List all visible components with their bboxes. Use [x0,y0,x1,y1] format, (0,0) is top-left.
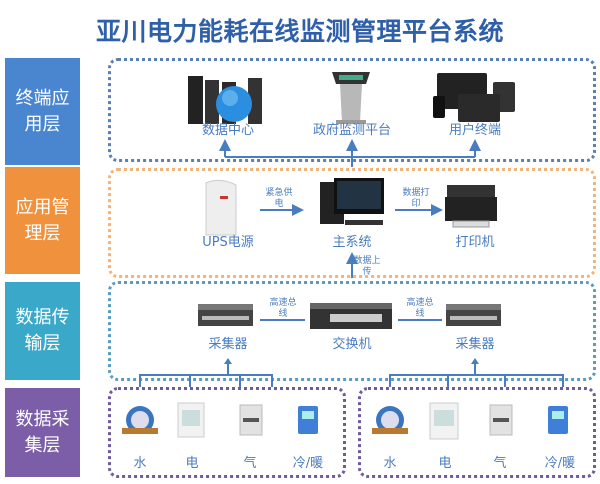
layer-transmission: 数据传输层 [5,282,80,380]
collector-icon [446,304,501,326]
node-main-system: 主系统 [332,235,372,250]
heat-meter-icon [298,406,318,434]
collector-icon [198,304,253,326]
meter-water: 水 [133,456,147,471]
meter-heat: 冷/暖 [544,456,576,471]
water-meter-icon [372,406,408,434]
collect-bracket-left [139,360,273,387]
node-ups: UPS电源 [202,235,254,250]
meter-heat: 冷/暖 [292,456,324,471]
meter-electric: 电 [185,456,199,471]
layer-label: 数据采集层 [15,408,70,456]
edge-label-bus-left: 高速总线 [269,298,297,319]
switch-icon [310,303,392,329]
layer-collection: 数据采集层 [5,388,80,477]
node-collector-right: 采集器 [455,337,495,352]
gas-meter-icon [239,404,263,436]
node-printer: 打印机 [455,235,495,250]
edge-label-bus-right: 高速总线 [406,298,434,319]
layer-terminal: 终端应用层 [5,58,80,165]
edge-label-data-print: 数据打印 [402,188,430,209]
layer-label: 终端应用层 [15,87,70,135]
electric-meter-icon [429,402,459,440]
printer-icon [445,185,497,228]
edge-label-emergency-power: 紧急供电 [265,188,293,209]
meter-electric: 电 [438,456,452,471]
electric-meter-icon [177,402,205,438]
node-gov-platform: 政府监测平台 [312,123,391,138]
water-meter-icon [122,406,158,434]
collect-bracket-right [389,360,564,387]
collection-box-right [358,387,596,478]
ups-icon [205,179,237,236]
transmission-box [108,281,596,381]
meter-water: 水 [383,456,397,471]
gas-meter-icon [489,404,513,436]
layer-label: 数据传输层 [15,307,70,354]
node-collector-left: 采集器 [208,337,248,352]
meter-gas: 气 [493,456,507,471]
edge-label-upload: 数据上传 [353,256,381,277]
kiosk-icon [332,72,370,124]
meter-gas: 气 [243,456,257,471]
collection-box-left [108,387,346,478]
diagram-title: 亚川电力能耗在线监测管理平台系统 [95,17,504,46]
layer-label: 应用管理层 [15,196,70,244]
devices-icon [433,73,515,122]
node-user-terminal: 用户终端 [448,123,501,138]
node-switch: 交换机 [332,337,372,352]
heat-meter-icon [548,406,568,434]
computer-icon [320,178,384,225]
node-datacenter: 数据中心 [201,123,254,138]
server-globe-icon [188,76,262,124]
layer-management: 应用管理层 [5,167,80,274]
